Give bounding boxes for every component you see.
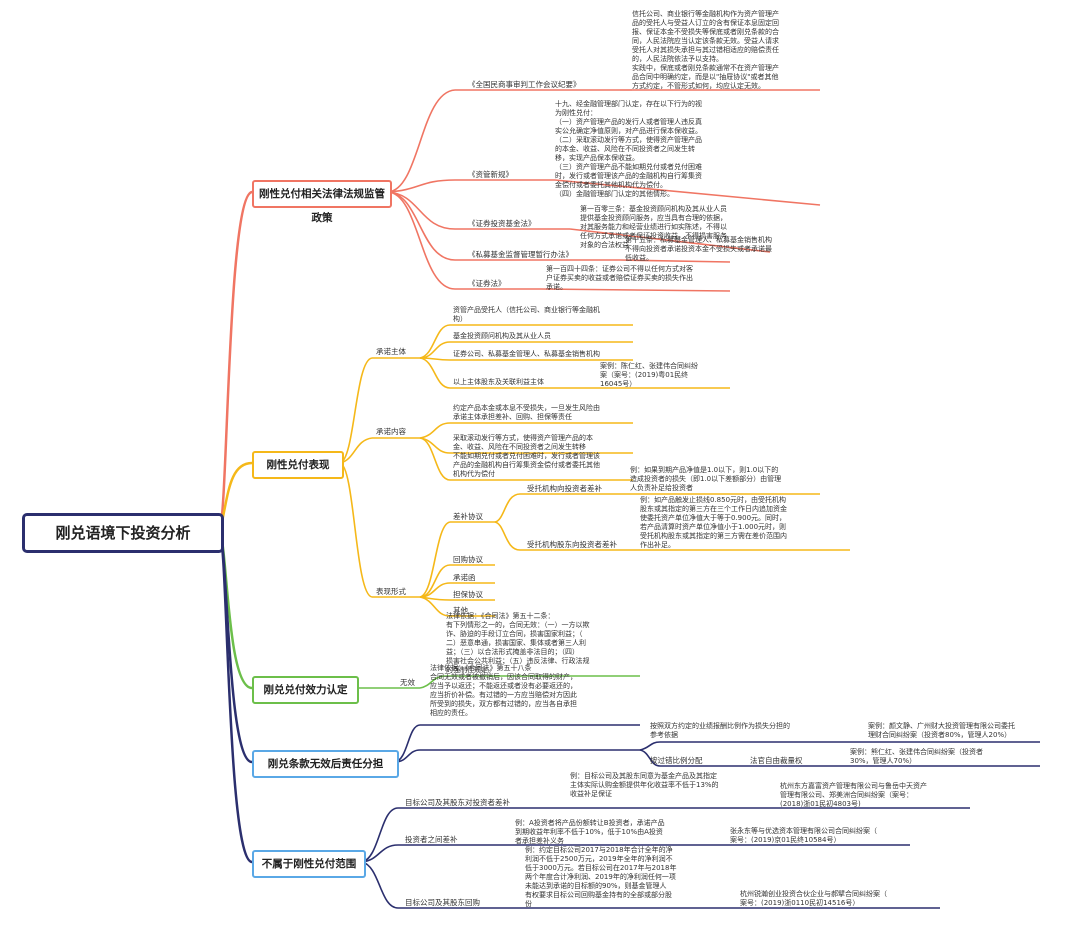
node-text-ziguan: 十九、经金融管理部门认定，存在以下行为的视 为刚性兑付： （一）资产管理产品的发… — [555, 100, 702, 198]
branch-liability[interactable]: 刚兑条款无效后责任分担 — [252, 750, 399, 778]
node-text-jijinfa: 第一百零三条：基金投资顾问机构及其从业人员 提供基金投资顾问服务，应当具有合理的… — [580, 205, 727, 249]
root-topic[interactable]: 刚兑语境下投资分析 — [22, 513, 224, 553]
exclusion-label[interactable]: 目标公司及其股东回购 — [405, 898, 480, 907]
node-label-content[interactable]: 承诺内容 — [376, 427, 406, 436]
form-item[interactable]: 回购协议 — [453, 555, 483, 564]
branch-validity[interactable]: 刚兑兑付效力认定 — [252, 676, 359, 704]
diff-shareholder-label[interactable]: 受托机构股东向投资者差补 — [527, 540, 617, 549]
validity-text: 法律依据：《合同法》第五十二条： 有下列情形之一的，合同无效：（一）一方以欺 诈… — [446, 612, 590, 674]
exclusion-text: 例：A投资者将产品份额转让B投资者，承诺产品 到期收益年利率不低于10%，低于1… — [515, 819, 665, 845]
content-item[interactable]: 不能如期兑付或者兑付困难时，发行或者管理该 产品的金融机构自行筹集资金偿付或者委… — [453, 452, 600, 478]
node-text-zhengquanfa: 第一百四十四条：证券公司不得以任何方式对客 户证券买卖的收益或者赔偿证券买卖的损… — [546, 265, 693, 291]
form-item[interactable]: 承诺函 — [453, 573, 476, 582]
node-label-simu[interactable]: 《私募基金监督管理暂行办法》 — [468, 250, 573, 259]
form-item[interactable]: 其他 — [453, 606, 468, 615]
exclusion-text: 例：目标公司及其股东同意为基金产品及其指定 主体实际认购金额提供年化收益率不低于… — [570, 772, 719, 798]
content-item[interactable]: 约定产品本金或本息不受损失，一旦发生风险由 承诺主体承担差补、回购、担保等责任 — [453, 404, 600, 421]
liability-rule2[interactable]: 按过错比例分配 — [650, 756, 703, 765]
node-label-diff[interactable]: 差补协议 — [453, 512, 483, 521]
exclusion-case: 杭州锐瀚创业投资合伙企业与郝擘合同纠纷案（ 案号：(2019)浙0110民初14… — [740, 890, 887, 907]
node-label-zhengquanfa[interactable]: 《证券法》 — [468, 279, 506, 288]
node-label-jiyao[interactable]: 《全国民商事审判工作会议纪要》 — [468, 80, 581, 89]
diff-shareholder-text: 例：如产品触发止损线0.850元时，由受托机构 股东或其指定的第三方在三个工作日… — [640, 496, 787, 549]
node-label-invalid[interactable]: 无效 — [400, 678, 415, 687]
node-text-simu: 第十五条：私募基金管理人、私募基金销售机构 不得向投资者承诺投资本金不受损失或者… — [625, 236, 772, 262]
liability-rule1[interactable]: 按照双方约定的业绩报酬比例作为损失分担的 参考依据 — [650, 722, 790, 739]
branch-manifestation[interactable]: 刚性兑付表现 — [252, 451, 344, 479]
content-item[interactable]: 采取滚动发行等方式，使得资产管理产品的本 金、收益、风险在不同投资者之间发生转移 — [453, 434, 593, 451]
liability-text: 法律依据：《合同法》第五十八条 合同无效或者被撤销后，因该合同取得的财产， 应当… — [430, 664, 577, 717]
subject-item[interactable]: 基金投资顾问机构及其从业人员 — [453, 332, 551, 340]
liability-rule2b: 法官自由裁量权 — [750, 756, 803, 765]
node-label-ziguan[interactable]: 《资管新规》 — [468, 170, 513, 179]
liability-case1: 案例：颜文静、广州财大投资管理有限公司委托 理财合同纠纷案（投资者80%，管理人… — [868, 722, 1015, 739]
subject-item[interactable]: 证券公司、私募基金管理人、私募基金销售机构 — [453, 350, 600, 358]
node-label-forms[interactable]: 表现形式 — [376, 587, 406, 596]
branch-regulations[interactable]: 刚性兑付相关法律法规监管政策 — [252, 180, 392, 224]
exclusion-label[interactable]: 目标公司及其股东对投资者差补 — [405, 798, 510, 807]
exclusion-label[interactable]: 投资者之间差补 — [405, 835, 458, 844]
subject-item[interactable]: 以上主体股东及关联利益主体 — [453, 378, 544, 386]
form-item[interactable]: 担保协议 — [453, 590, 483, 599]
diff-trustee-text: 例：如果到期产品净值是1.0以下，则1.0以下的 造成投资者的损失（即1.0以下… — [630, 466, 782, 492]
subject-item[interactable]: 资管产品受托人（信托公司、商业银行等金融机 构） — [453, 306, 600, 323]
node-text-jiyao: 信托公司、商业银行等金融机构作为资产管理产 品的受托人与受益人订立的含有保证本息… — [632, 10, 779, 90]
liability-case2: 案例：熊仁红、张建伟合同纠纷案（投资者 30%，管理人70%） — [850, 748, 983, 765]
branch-exclusion[interactable]: 不属于刚性兑付范围 — [252, 850, 366, 878]
node-label-jijinfa[interactable]: 《证券投资基金法》 — [468, 219, 536, 228]
exclusion-text: 例：约定目标公司2017与2018年合计全年的净 利润不低于2500万元，201… — [525, 846, 677, 908]
node-label-subjects[interactable]: 承诺主体 — [376, 347, 406, 356]
exclusion-case: 杭州东方嘉富资产管理有限公司与鲁岳中天资产 管理有限公司、郑美洲合同纠纷案（案号… — [780, 782, 927, 808]
exclusion-case: 张永东等与优选资本管理有限公司合同纠纷案（ 案号：(2019)京01民终1058… — [730, 827, 877, 844]
subject-case: 案例：陈仁红、张建伟合同纠纷 案（案号：(2019)粤01民终 16045号） — [600, 362, 698, 388]
diff-trustee-label[interactable]: 受托机构向投资者差补 — [527, 484, 602, 493]
